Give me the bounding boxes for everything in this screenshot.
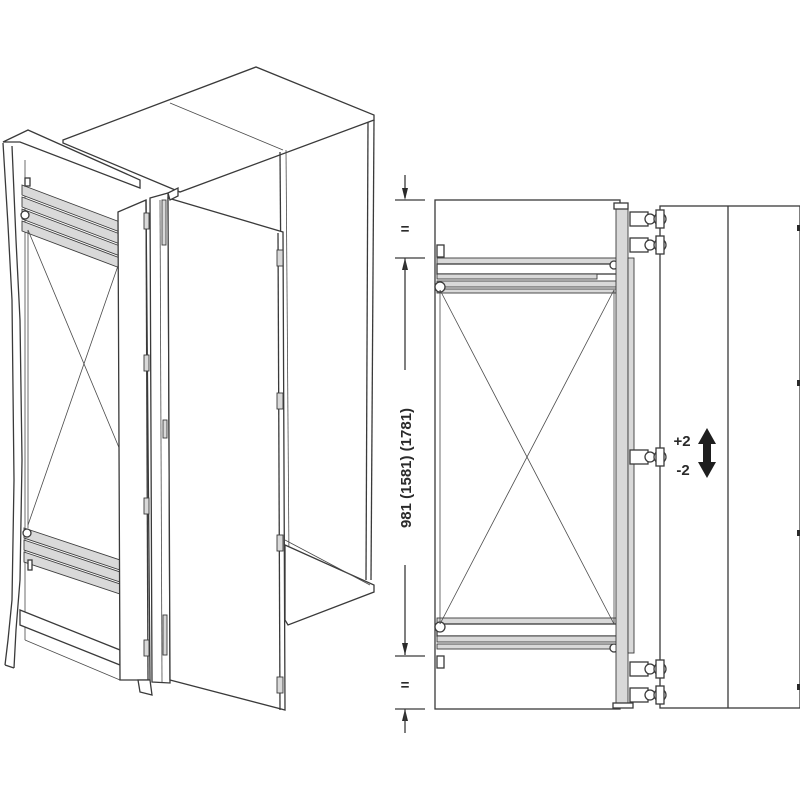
front-elevation-view: +2 -2 [434, 199, 800, 710]
height-dimension-label: 981 (1581) (1781) [398, 408, 415, 528]
elevation-bottom-rails [434, 617, 619, 669]
hinge-top-1 [629, 209, 667, 229]
hinge-bottom-2 [629, 685, 667, 705]
hinge-middle [629, 447, 667, 467]
bottom-equal-gap-label: = [401, 677, 410, 694]
top-equal-gap-label: = [401, 221, 410, 238]
adjust-minus-label: -2 [676, 462, 689, 479]
top-rail-assembly [20, 177, 121, 269]
bottom-rail-assembly [22, 527, 121, 595]
isometric-view [2, 66, 375, 711]
hinge-bottom-1 [629, 659, 667, 679]
adjustment-arrow-icon [698, 428, 716, 478]
elevation-top-rails [434, 244, 619, 294]
hinge-top-2 [629, 235, 667, 255]
dimension-annotations: = = 981 (1581) (1781) [395, 175, 425, 733]
adjust-plus-label: +2 [673, 433, 690, 450]
